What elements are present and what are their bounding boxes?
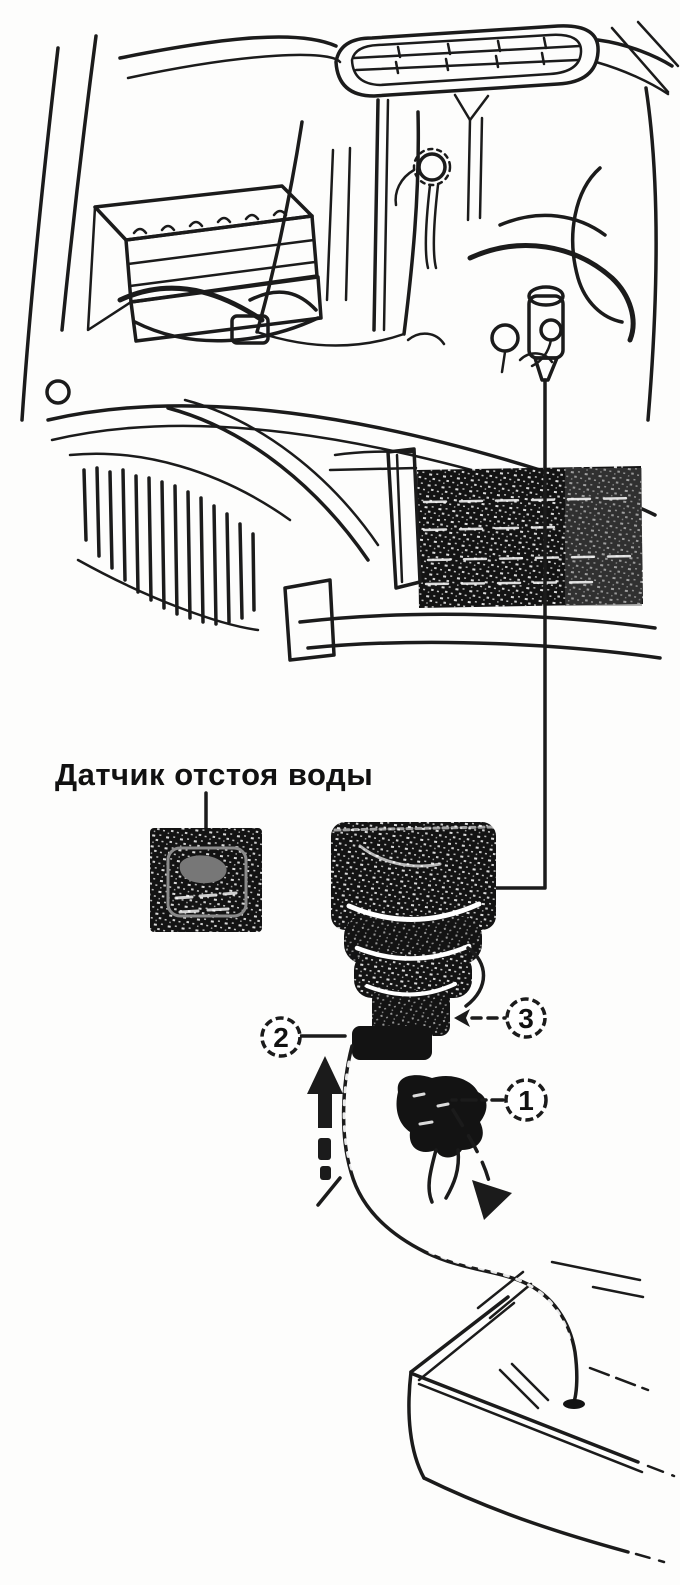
radiator-dark-block (417, 466, 643, 608)
radiator-cap (394, 147, 452, 270)
front-fascia (45, 379, 662, 662)
drain-plug (396, 1075, 487, 1204)
pan-reflections (476, 1270, 550, 1410)
vent-ribs (394, 36, 548, 75)
sensor-label-group: Датчик отстоя воды (55, 757, 373, 932)
drain-hose (316, 1044, 585, 1409)
up-arrow-icon (307, 1056, 343, 1180)
tow-hook (45, 379, 71, 405)
battery (86, 184, 323, 345)
curved-drain-arrow-icon (451, 1108, 512, 1220)
engine-bay-illustration (20, 20, 680, 890)
drain-pan (407, 1260, 676, 1564)
callout-2-number: 2 (273, 1022, 289, 1053)
callout-2: 2 (260, 1016, 347, 1058)
fuel-filter-detail (331, 822, 496, 1204)
callout-1: 1 (450, 1078, 548, 1122)
callout-1-number: 1 (518, 1085, 534, 1116)
filter-leader-line (460, 378, 547, 890)
grille-hatching (82, 466, 256, 626)
latch-support (386, 447, 422, 590)
callout-3-number: 3 (518, 1003, 534, 1034)
retainer-hook (464, 946, 486, 1008)
air-duct (255, 110, 421, 347)
hoses-and-strut (406, 93, 636, 374)
sensor-inset-photo (150, 828, 262, 932)
sensor-label: Датчик отстоя воды (55, 757, 373, 792)
callout-3: 3 (454, 997, 547, 1039)
cowl-vent (334, 24, 600, 98)
hood-prop-rod (372, 98, 380, 332)
fuel-filter-in-bay (527, 285, 565, 382)
